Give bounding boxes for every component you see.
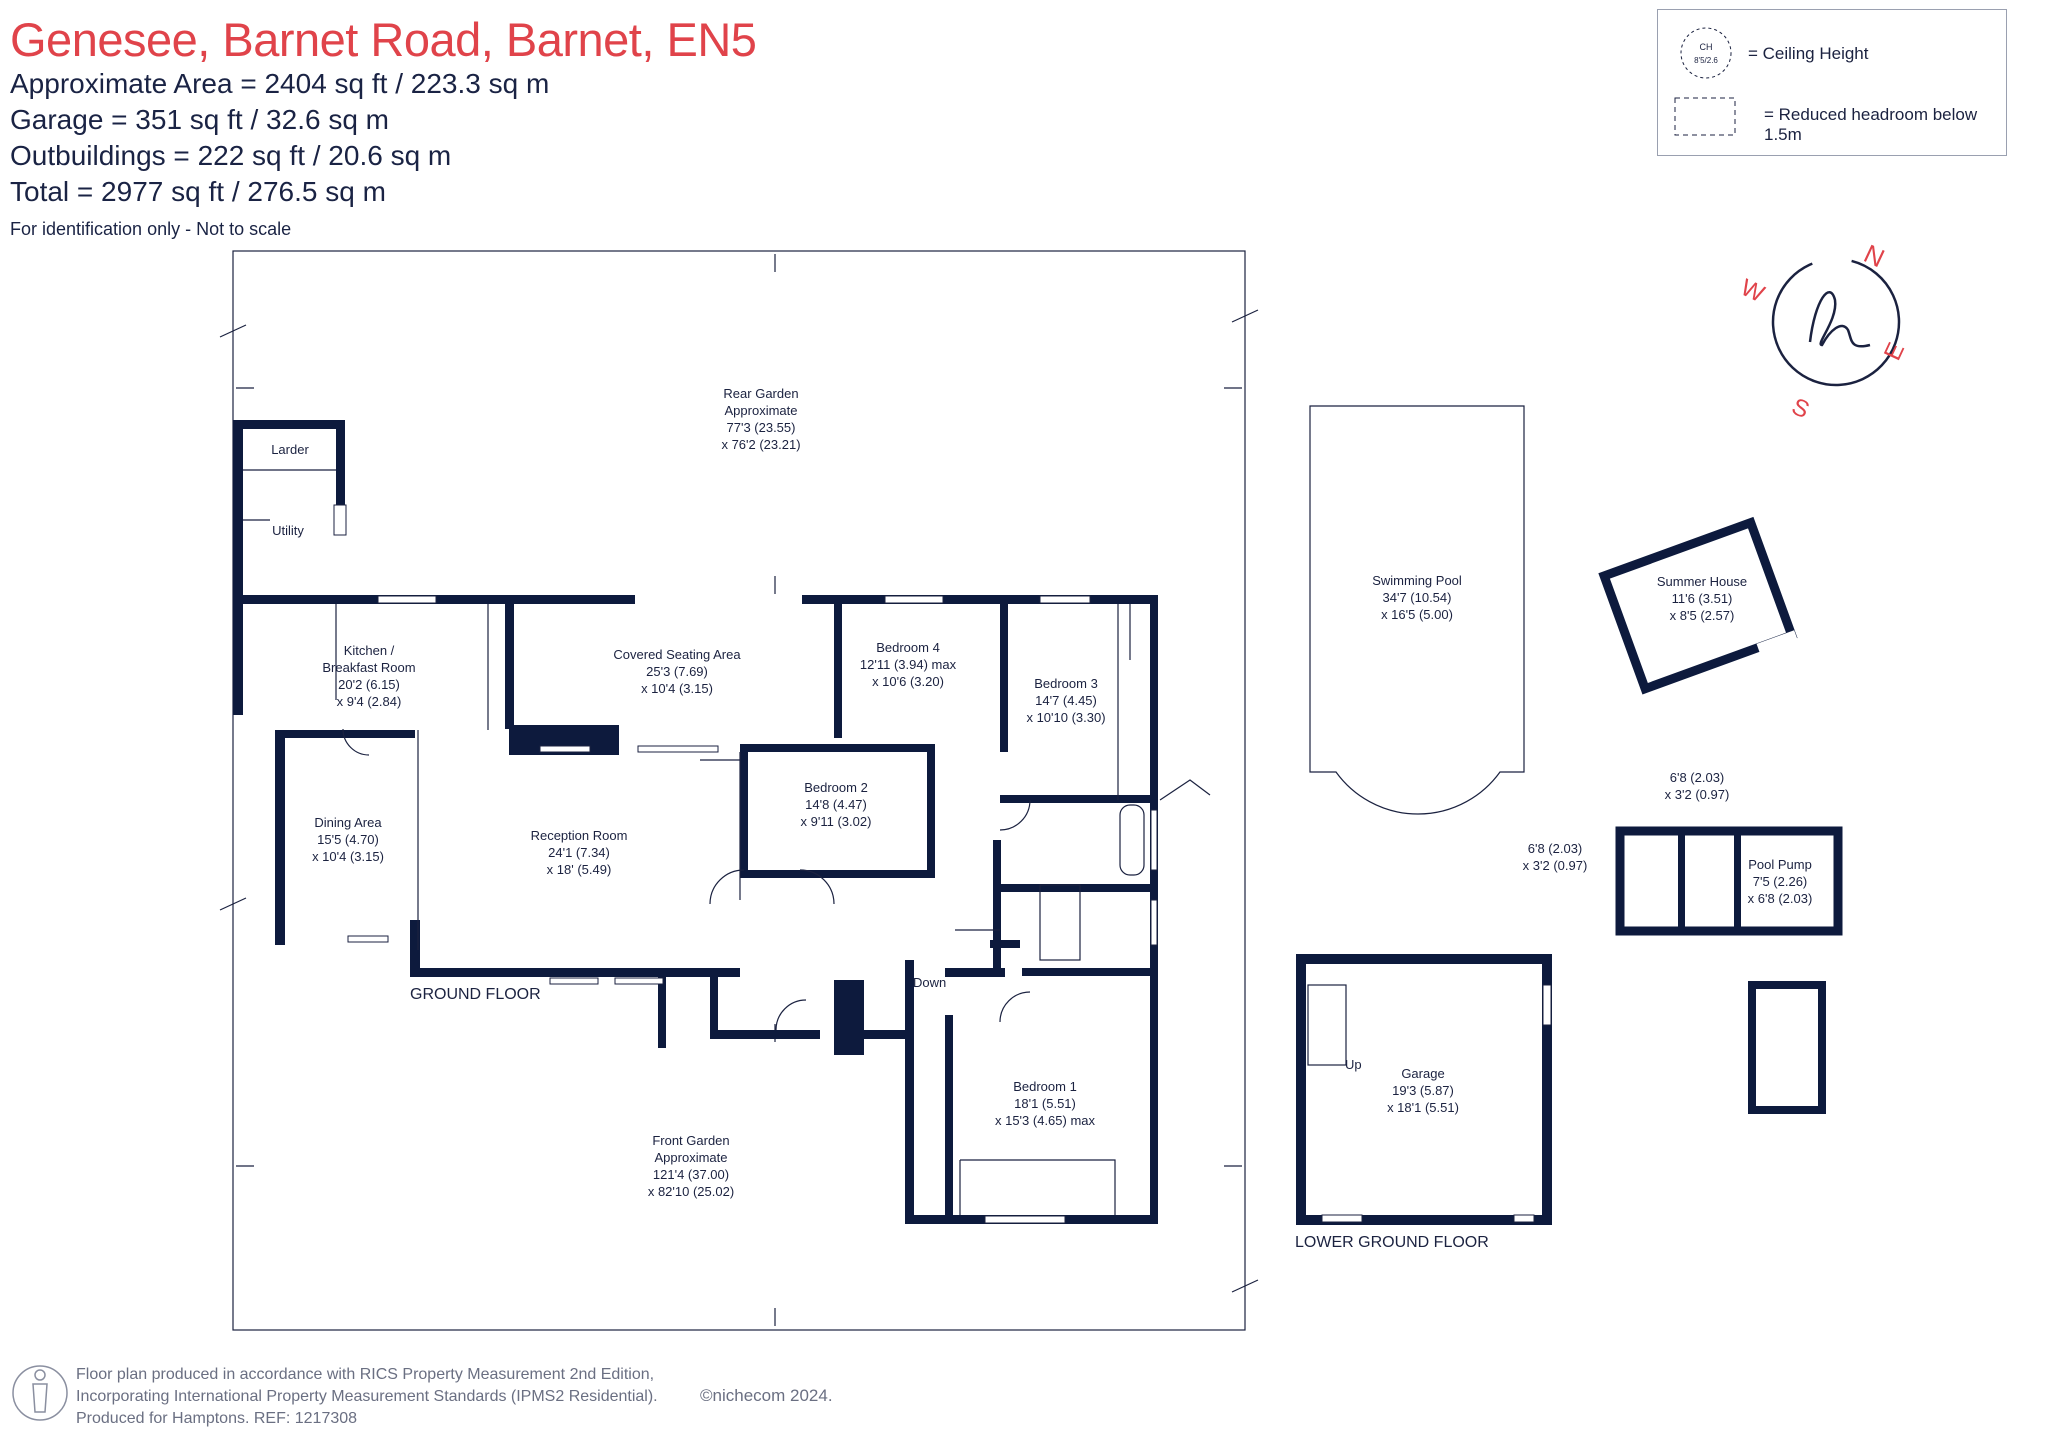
scale-note: For identification only - Not to scale [10,219,292,239]
utility-label: Utility [272,523,304,538]
windows [333,504,1158,1224]
plot-boundary [232,250,1246,1331]
footer-line-3: Produced for Hamptons. REF: 1217308 [76,1410,358,1427]
footer-line-2: Incorporating International Property Mea… [76,1388,658,1405]
compass-s: S [1787,393,1813,424]
reduced-headroom-symbol [1674,97,1736,136]
compass: N E S W [1736,238,1910,424]
boundary-markers [219,254,1259,1326]
ceiling-height-symbol [1680,27,1732,79]
garage-building [1296,954,1552,1225]
compass-w: W [1736,274,1768,308]
store-left-label: 6'8 (2.03)x 3'2 (0.97) [1523,841,1588,873]
store-top-label: 6'8 (2.03)x 3'2 (0.97) [1665,770,1730,802]
ceiling-symbol-top: CH [1700,42,1713,52]
stairs-up-label: Up [1345,1057,1362,1072]
area-approximate: Approximate Area = 2404 sq ft / 223.3 sq… [10,68,550,99]
swimming-pool-outline [1309,405,1525,815]
area-garage: Garage = 351 sq ft / 32.6 sq m [10,104,389,135]
person-icon [12,1365,68,1421]
ground-floor-label: GROUND FLOOR [410,986,541,1003]
ceiling-symbol-bottom: 8'5/2.6 [1694,56,1718,65]
legend-symbols: CH 8'5/2.6 [1674,27,1736,136]
summer-house [1598,516,1798,695]
reduced-headroom-label: = Reduced headroom below 1.5m [1764,105,1978,144]
area-total: Total = 2977 sq ft / 276.5 sq m [10,176,386,207]
footer-line-1: Floor plan produced in accordance with R… [76,1366,655,1383]
larder-label: Larder [271,442,309,457]
lower-ground-floor-label: LOWER GROUND FLOOR [1295,1234,1489,1251]
footer-text: Floor plan produced in accordance with R… [76,1364,658,1430]
outbuildings [1296,405,1843,1225]
stairs-down-label: Down [913,975,946,990]
compass-n: N [1859,238,1889,273]
ceiling-height-label: = Ceiling Height [1748,44,1869,63]
interior-details [243,469,1211,1215]
area-outbuildings: Outbuildings = 222 sq ft / 20.6 sq m [10,140,452,171]
pool-pump-stores [1615,826,1843,1114]
property-title: Genesee, Barnet Road, Barnet, EN5 [10,13,757,66]
legend-box: CH 8'5/2.6 = Ceiling Height = Reduced he… [1657,9,2007,156]
logo-monogram-icon [1808,291,1871,348]
copyright: ©nichecom 2024. [700,1386,833,1405]
